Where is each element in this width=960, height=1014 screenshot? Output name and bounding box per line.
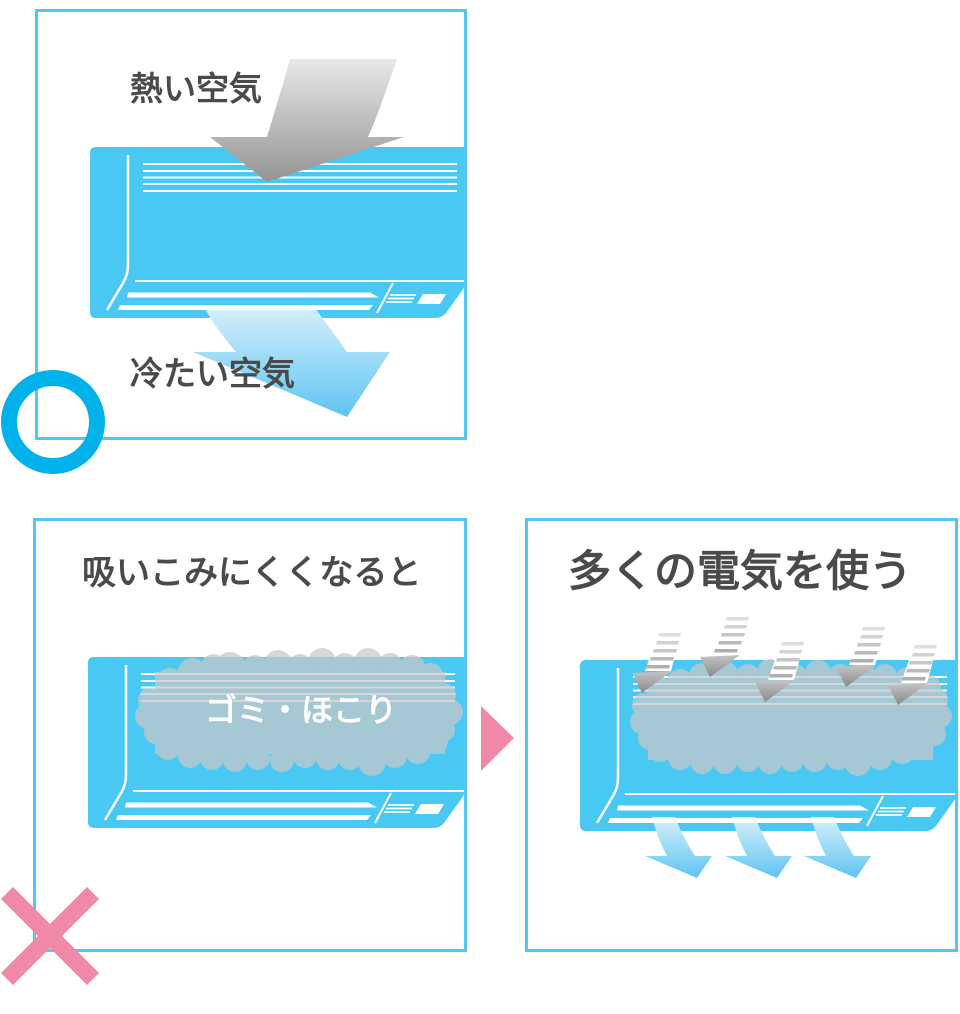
hot-air-arrow-icon xyxy=(210,59,404,182)
panel-normal xyxy=(1,9,468,474)
cross-bad-icon xyxy=(0,886,100,986)
hot-air-label: 熱い空気 xyxy=(130,69,262,108)
more-power-title: 多くの電気を使う xyxy=(568,547,912,597)
panel-clogged xyxy=(0,518,467,986)
dust-label: ゴミ・ほこり xyxy=(205,691,398,729)
circle-good-icon xyxy=(1,370,105,474)
cold-air-arrow-icon xyxy=(193,305,390,417)
panel-border xyxy=(35,9,467,440)
panel-border xyxy=(33,518,467,952)
clogged-title: 吸いこみにくくなると xyxy=(82,553,422,593)
panel-more-power xyxy=(525,518,958,952)
dust-cloud-icon xyxy=(135,648,463,776)
cold-air-label: 冷たい空気 xyxy=(130,354,295,393)
panel-border xyxy=(525,518,958,952)
triangle-arrow-right-icon xyxy=(481,706,514,771)
